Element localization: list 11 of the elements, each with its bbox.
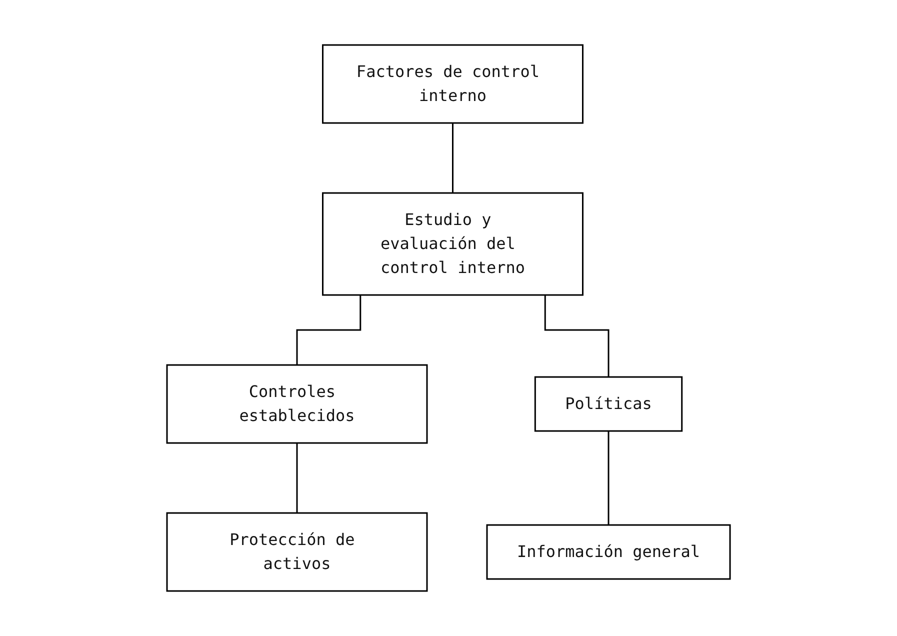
- node-box: Estudio y evaluación del control interno: [322, 192, 584, 296]
- connector: [452, 123, 454, 194]
- node-box: Información general: [486, 524, 731, 580]
- connector: [296, 443, 298, 514]
- connector: [608, 431, 610, 526]
- connector: [544, 295, 610, 378]
- node-box: Protección de activos: [166, 512, 428, 592]
- node-box: Políticas: [534, 376, 683, 432]
- connector: [296, 295, 362, 366]
- node-box: Factores de control interno: [322, 44, 584, 124]
- node-box: Controles establecidos: [166, 364, 428, 444]
